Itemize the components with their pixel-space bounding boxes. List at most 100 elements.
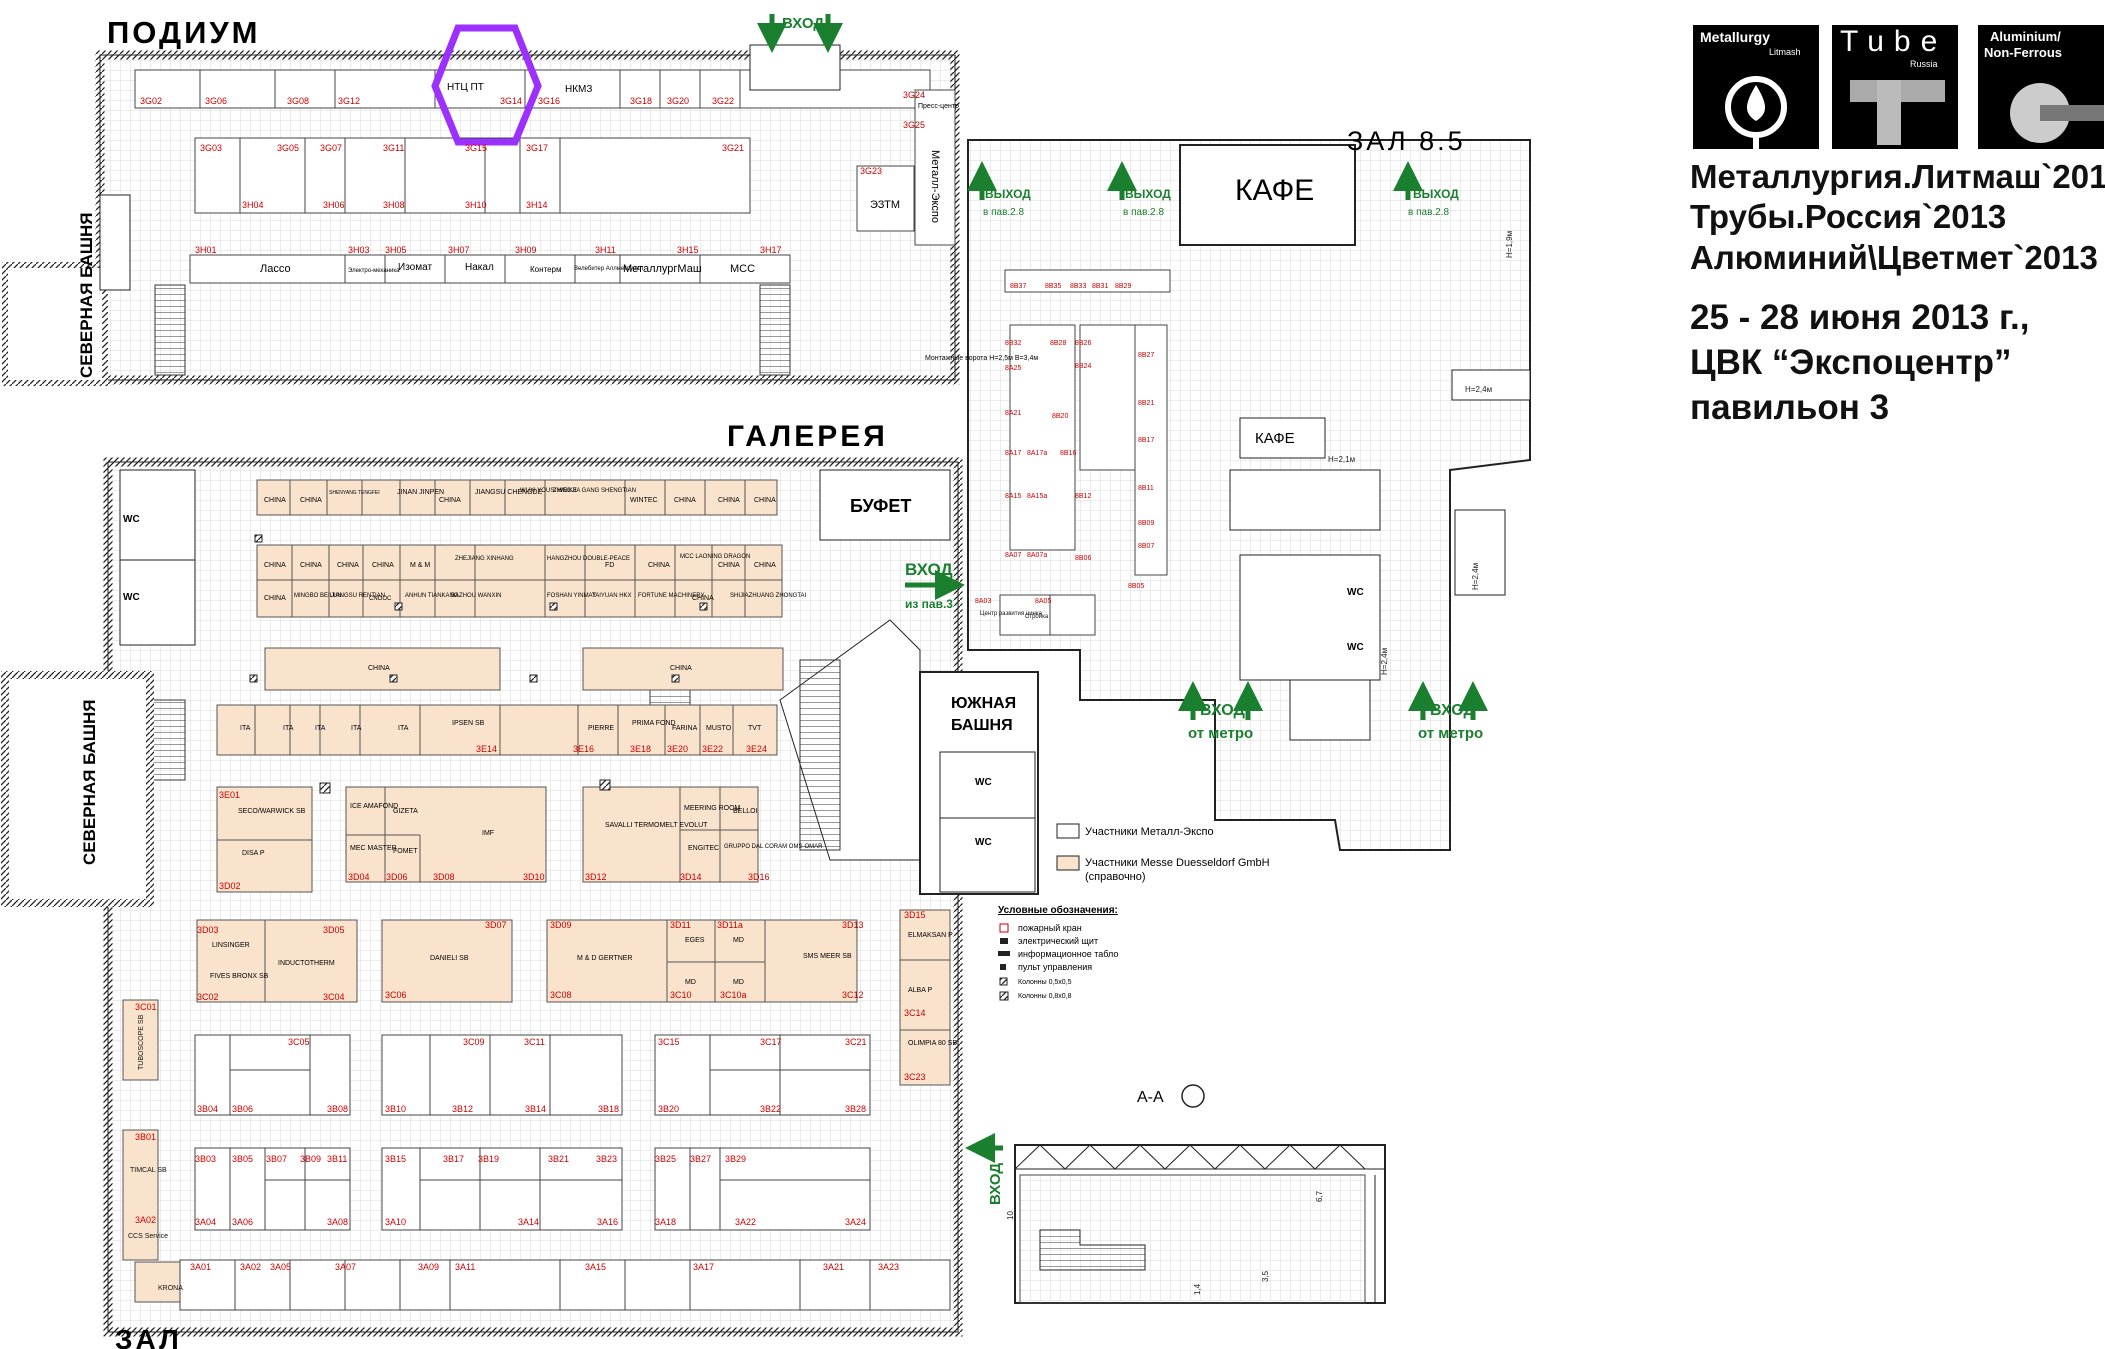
d-d06: 3D06 bbox=[386, 872, 408, 882]
a-b05: 3B05 bbox=[232, 1154, 253, 1164]
a-b03: 3B03 bbox=[195, 1154, 216, 1164]
entrance-side: ВХОД bbox=[987, 1163, 1004, 1205]
a-krona: KRONA bbox=[158, 1285, 183, 1292]
h05: 3H05 bbox=[385, 245, 407, 255]
north-tower-upper bbox=[2, 194, 131, 386]
c-mdg: M & D GERTNER bbox=[577, 955, 633, 962]
c-c06: 3C06 bbox=[385, 990, 407, 1000]
entrance-top: ВХОД bbox=[782, 15, 824, 32]
stand-g12: 3G12 bbox=[338, 96, 360, 106]
e9: MUSTO bbox=[706, 725, 732, 732]
big-china-2: CHINA bbox=[670, 665, 692, 672]
a-a02b: 3A02 bbox=[240, 1262, 261, 1272]
d-d02: 3D02 bbox=[219, 881, 241, 891]
d-d16: 3D16 bbox=[748, 872, 770, 882]
h01-name: Лассо bbox=[260, 263, 291, 275]
h85-b27: 8B27 bbox=[1138, 352, 1154, 359]
zone-north-tower-upper: СЕВЕРНАЯ БАШНЯ bbox=[77, 213, 96, 379]
a-b09: 3B09 bbox=[300, 1154, 321, 1164]
zone-buffet: БУФЕТ bbox=[850, 496, 911, 516]
b-b28: 3B28 bbox=[845, 1104, 866, 1114]
h85-a03: 8A03 bbox=[975, 598, 991, 605]
china-row-2: CHINA CHINA CHINA CHINA M & M ZHEJIANG X… bbox=[264, 554, 776, 569]
e8c: 3E20 bbox=[667, 744, 688, 754]
h85-b32: 8B32 bbox=[1005, 340, 1021, 347]
h17: 3H17 bbox=[760, 245, 782, 255]
wc-6: WC bbox=[1347, 642, 1364, 653]
h85-b28: 8B28 bbox=[1050, 340, 1066, 347]
white-dividers bbox=[229, 1035, 871, 1310]
b-b10: 3B10 bbox=[385, 1104, 406, 1114]
c2-2: CHINA bbox=[337, 562, 359, 569]
row2-g07: 3G07 bbox=[320, 143, 342, 153]
h85-a15a: 8A15a bbox=[1027, 493, 1047, 500]
a-b21: 3B21 bbox=[548, 1154, 569, 1164]
c3-1: MINGBO BEILUN bbox=[294, 593, 342, 599]
stand-dividers bbox=[217, 480, 950, 1031]
c2-1: CHINA bbox=[300, 562, 322, 569]
c-d09: 3D09 bbox=[550, 920, 572, 930]
h85-stroyka: Стройка bbox=[1025, 613, 1049, 620]
a-a16: 3A16 bbox=[597, 1217, 618, 1227]
e-row: ITA ITA ITA ITA ITA IPSEN SB 3E14 PIERRE… bbox=[240, 720, 767, 754]
c2-9: MCC LAONING DRAGON bbox=[680, 554, 750, 560]
c-inducto: INDUCTOTHERM bbox=[278, 960, 335, 967]
h85-a21: 8A21 bbox=[1005, 410, 1021, 417]
c1-7: ZHINGJIA GANG SHENGTIAN bbox=[553, 488, 636, 494]
h11: 3H11 bbox=[595, 245, 616, 255]
zone-section: А-А bbox=[1137, 1089, 1164, 1106]
stand-g16: 3G16 bbox=[538, 96, 560, 106]
exit-2-to: в пав.2.8 bbox=[1123, 207, 1164, 218]
zone-hall-bottom: ЗАЛ bbox=[115, 1324, 182, 1349]
stand-g14-name: НТЦ ПТ bbox=[447, 82, 484, 93]
metallurgy-title: Metallurgy bbox=[1700, 29, 1771, 45]
tube-icon bbox=[1850, 80, 1945, 145]
a-a07: 3A07 bbox=[335, 1262, 356, 1272]
sec-h4: 1,4 bbox=[1193, 1283, 1202, 1295]
hall-8-5 bbox=[967, 139, 1531, 851]
c-d07: 3D07 bbox=[485, 920, 507, 930]
a-a10: 3A10 bbox=[385, 1217, 406, 1227]
exit-3: ВЫХОД bbox=[1413, 187, 1459, 201]
columns bbox=[249, 534, 708, 794]
d-fomet: FOMET bbox=[393, 848, 418, 855]
d-d14: 3D14 bbox=[680, 872, 702, 882]
c-elmaksan: ELMAKSAN P bbox=[908, 932, 953, 939]
a-a14: 3A14 bbox=[518, 1217, 539, 1227]
c-d15: 3D15 bbox=[904, 910, 926, 920]
d-savalli: SAVALLI TERMOMELT EVOLUT bbox=[605, 822, 708, 829]
a-a09: 3A09 bbox=[418, 1262, 439, 1272]
c-c02: 3C02 bbox=[197, 992, 219, 1002]
stand-g24: 3G24 bbox=[903, 90, 925, 100]
c3-4: ANHUN TIANKANG bbox=[405, 593, 459, 599]
h05-name: Изомат bbox=[398, 262, 432, 273]
stand-g25: 3G25 bbox=[903, 120, 925, 130]
metallurgy-icon bbox=[1725, 76, 1787, 149]
a-a17: 3A17 bbox=[693, 1262, 714, 1272]
c1-5: JIANGSU CHENGDE bbox=[475, 489, 543, 496]
a-a02: 3A02 bbox=[135, 1215, 156, 1225]
c2-3: CHINA bbox=[372, 562, 394, 569]
aluminium-logo: Aluminium/ Non-Ferrous bbox=[1978, 25, 2104, 149]
c3-10: SHIJIAZHUANG ZHONGTAI bbox=[730, 593, 807, 599]
row2-g15: 3G15 bbox=[465, 143, 487, 153]
row2-g03: 3G03 bbox=[200, 143, 222, 153]
c1-1: CHINA bbox=[300, 497, 322, 504]
h85-b20: 8B20 bbox=[1052, 413, 1068, 420]
d-seco: SECO/WARWICK SB bbox=[238, 808, 306, 815]
h85-b05: 8B05 bbox=[1128, 583, 1144, 590]
podium-hall bbox=[95, 44, 960, 385]
c-d03: 3D03 bbox=[197, 925, 219, 935]
b-b06: 3B06 bbox=[232, 1104, 253, 1114]
zone-north-tower-lower: СЕВЕРНАЯ БАШНЯ bbox=[80, 700, 99, 866]
h85-b24: 8B24 bbox=[1075, 363, 1091, 370]
c-c10: 3C10 bbox=[670, 990, 692, 1000]
h85-b35: 8B35 bbox=[1045, 283, 1061, 290]
c-c10a: 3C10a bbox=[720, 990, 747, 1000]
h01: 3H01 bbox=[195, 245, 217, 255]
metallurgy-logo: Metallurgy Litmash bbox=[1693, 25, 1819, 149]
h09: 3H09 bbox=[515, 245, 537, 255]
metallurgy-sub: Litmash bbox=[1769, 47, 1801, 57]
c-danieli: DANIELI SB bbox=[430, 955, 469, 962]
exit-1: ВЫХОД bbox=[985, 187, 1031, 201]
